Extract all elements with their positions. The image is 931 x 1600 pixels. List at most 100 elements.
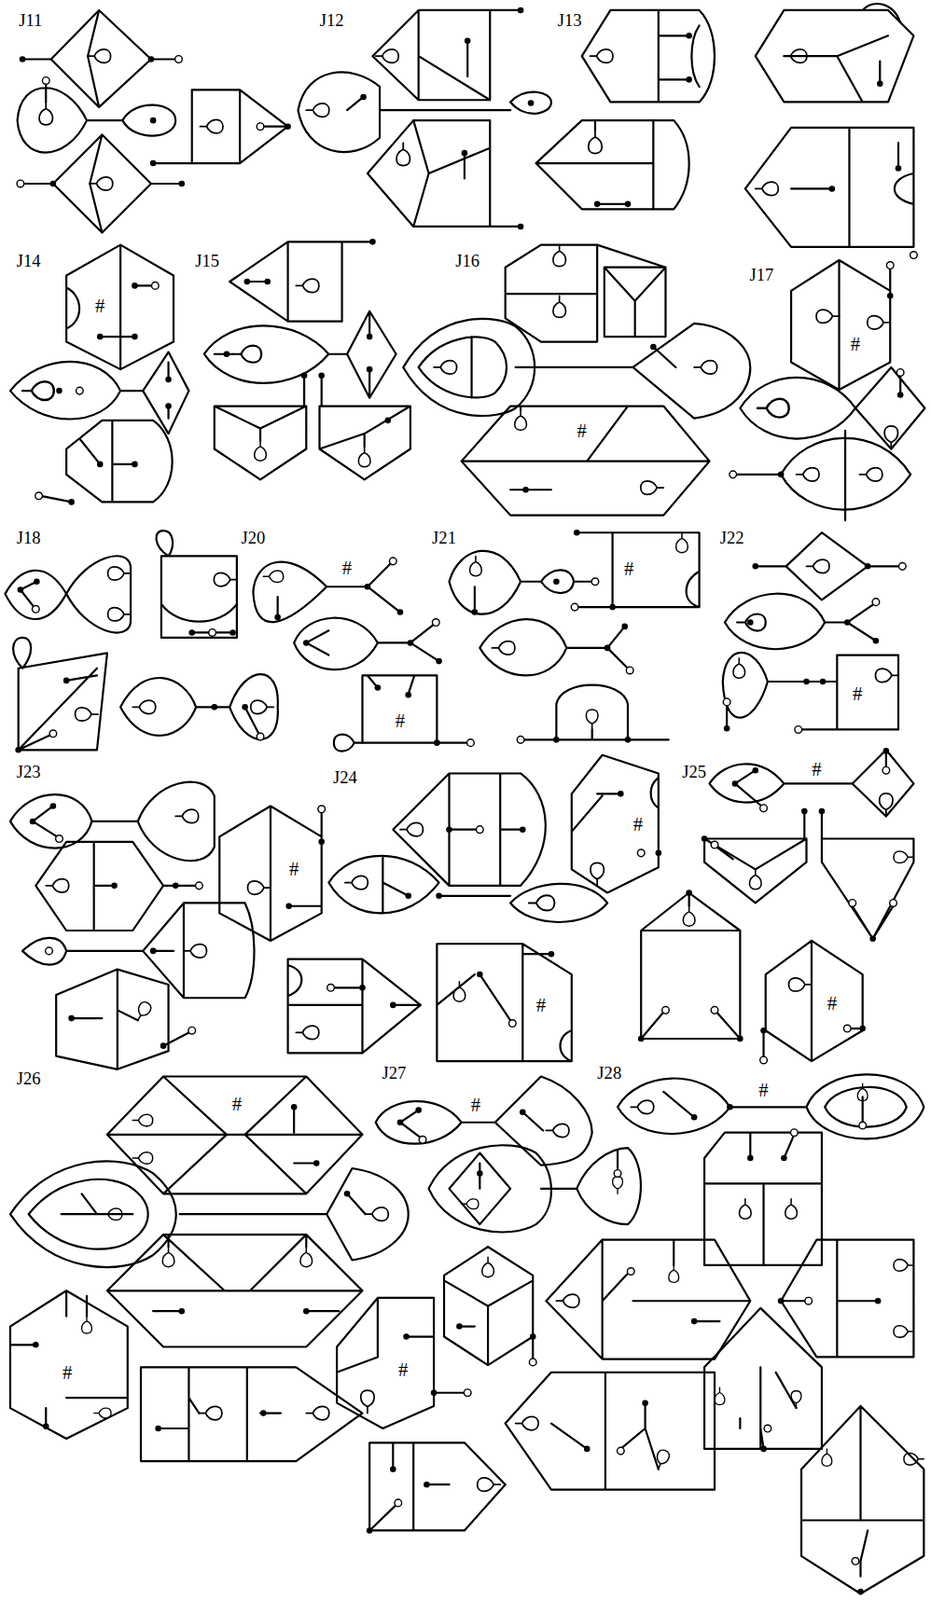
map-edge xyxy=(140,1367,362,1462)
loop-edge xyxy=(714,1388,725,1405)
hash-mark: # xyxy=(395,710,405,731)
loop-edge xyxy=(821,1449,833,1467)
loop-edge xyxy=(250,700,275,714)
vertex-dot xyxy=(131,461,139,469)
map-edge xyxy=(120,674,278,740)
vertex-dot xyxy=(179,1308,186,1316)
loop-edge xyxy=(816,309,840,323)
map-j21 xyxy=(448,529,699,744)
figure-label: J11 xyxy=(18,12,42,30)
hash-mark: # xyxy=(850,333,861,354)
map-edge xyxy=(479,619,628,676)
vertex-dot xyxy=(285,903,292,910)
vertex-dot xyxy=(179,180,186,188)
vertex-dot xyxy=(404,893,412,901)
vertex-dot xyxy=(389,1002,397,1010)
map-edge xyxy=(640,893,740,1040)
map-edge xyxy=(107,1235,363,1348)
vertex-dot xyxy=(50,803,57,810)
open-vertex xyxy=(516,736,525,745)
map-edge xyxy=(10,782,215,862)
vertex-dot xyxy=(528,99,535,107)
loop-edge xyxy=(553,295,567,318)
vertex-dot xyxy=(625,736,632,744)
loop-edge xyxy=(433,361,458,375)
loop-edge xyxy=(400,822,424,836)
hash-mark: # xyxy=(289,860,299,880)
loop-edge xyxy=(585,709,598,730)
vertex-dot xyxy=(50,180,57,188)
vertex-dot xyxy=(685,32,693,40)
open-vertex xyxy=(662,1007,670,1015)
open-vertex xyxy=(509,1020,517,1029)
figure-label: J28 xyxy=(597,1065,622,1084)
vertex-dot xyxy=(172,883,180,890)
vertex-dot xyxy=(435,893,443,901)
map-edge xyxy=(66,245,174,371)
map-edge xyxy=(724,594,876,651)
vertex-dot xyxy=(97,333,104,341)
vertex-dot xyxy=(461,150,469,157)
hash-mark: # xyxy=(758,1080,768,1100)
vertex-dot xyxy=(241,704,249,711)
map-edge xyxy=(739,367,925,450)
loop-edge xyxy=(514,410,528,431)
vertex-dot xyxy=(435,658,443,666)
open-vertex xyxy=(889,900,898,908)
loop-edge xyxy=(653,1448,671,1472)
loop-edge xyxy=(108,567,132,581)
map-j18 xyxy=(4,530,278,754)
vertex-dot xyxy=(864,563,872,570)
loop-edge xyxy=(879,793,893,818)
map-edge xyxy=(791,260,890,390)
map-j26 xyxy=(10,1076,409,1462)
open-vertex xyxy=(152,282,160,291)
map-edge xyxy=(55,970,189,1070)
map-edge xyxy=(733,430,911,521)
loop-edge xyxy=(588,130,602,154)
vertex-dot xyxy=(404,692,412,699)
loop-edge xyxy=(22,381,55,401)
map-edge xyxy=(709,750,915,817)
vertex-dot xyxy=(751,767,759,775)
vertex-dot xyxy=(685,889,693,897)
vertex-dot xyxy=(111,883,118,890)
loop-edge xyxy=(101,1208,122,1222)
open-vertex xyxy=(16,180,25,188)
figure-label: J17 xyxy=(749,266,774,285)
vertex-dot xyxy=(55,388,63,395)
loop-edge xyxy=(875,668,899,682)
open-vertex xyxy=(55,835,64,844)
vertex-dot xyxy=(313,1160,320,1168)
map-j15 xyxy=(204,238,411,480)
hash-mark: # xyxy=(624,558,634,579)
loop-edge xyxy=(461,1199,479,1210)
open-vertex xyxy=(617,1447,626,1456)
vertex-dot xyxy=(366,333,374,341)
hash-mark: # xyxy=(577,420,587,441)
figure-label: J26 xyxy=(16,1069,42,1088)
vertex-dot xyxy=(801,808,808,816)
open-vertex xyxy=(591,578,599,586)
vertex-dot xyxy=(621,624,628,631)
vertex-dot xyxy=(819,808,826,816)
vertex-dot xyxy=(397,1119,404,1126)
vertex-dot xyxy=(32,1342,40,1349)
vertex-dot xyxy=(732,780,739,788)
loop-edge xyxy=(736,613,766,631)
vertex-dot xyxy=(464,37,472,44)
vertex-dot xyxy=(887,292,894,300)
loop-edge xyxy=(893,851,914,864)
loop-edge xyxy=(859,468,883,482)
open-vertex xyxy=(76,387,84,395)
loop-edge xyxy=(528,895,556,911)
open-vertex xyxy=(467,739,475,748)
loop-edge xyxy=(396,142,410,167)
hash-mark: # xyxy=(232,1095,242,1115)
vertex-dot xyxy=(244,278,251,286)
open-vertex xyxy=(45,947,54,956)
map-edge xyxy=(152,89,288,164)
vertex-dot xyxy=(519,826,527,834)
map-edge xyxy=(704,811,914,940)
